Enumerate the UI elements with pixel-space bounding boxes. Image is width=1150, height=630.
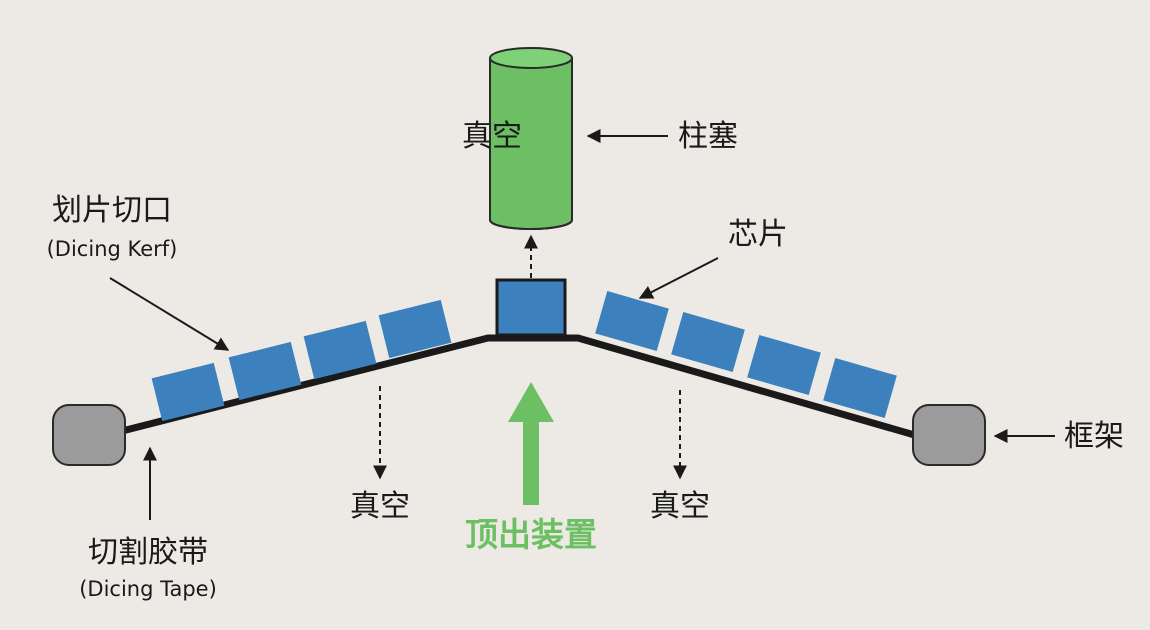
dicing-tape-line [117,334,919,440]
chip [595,291,669,351]
chip [303,320,377,380]
dicing-kerf-label: 划片切口 [52,193,172,228]
plunger-cylinder [489,47,573,230]
dicing-tape-label: 切割胶带 [88,535,208,570]
vacuum-right-label: 真空 [650,489,710,524]
frame-left [52,404,126,466]
chip-label: 芯片 [728,217,788,252]
chip-pointer [638,257,719,299]
chip-picked [495,278,567,337]
chip [671,312,745,372]
ejector-arrow [508,382,554,505]
chip [823,358,897,418]
plunger-label: 柱塞 [678,119,738,154]
dicing-kerf-en-label: (Dicing Kerf) [47,237,178,261]
plunger-vacuum-label: 真空 [462,119,522,154]
chip [151,362,225,422]
kerf-pointer [109,277,230,351]
chip [747,335,821,395]
chip-group-left [151,299,452,422]
frame-label: 框架 [1064,419,1124,454]
dicing-tape-en-label: (Dicing Tape) [79,577,217,601]
ejector-label: 顶出装置 [465,515,597,554]
chip-group-right [595,291,897,418]
chip [228,341,302,401]
chip [378,299,452,359]
frame-right [912,404,986,466]
vacuum-left-label: 真空 [350,489,410,524]
